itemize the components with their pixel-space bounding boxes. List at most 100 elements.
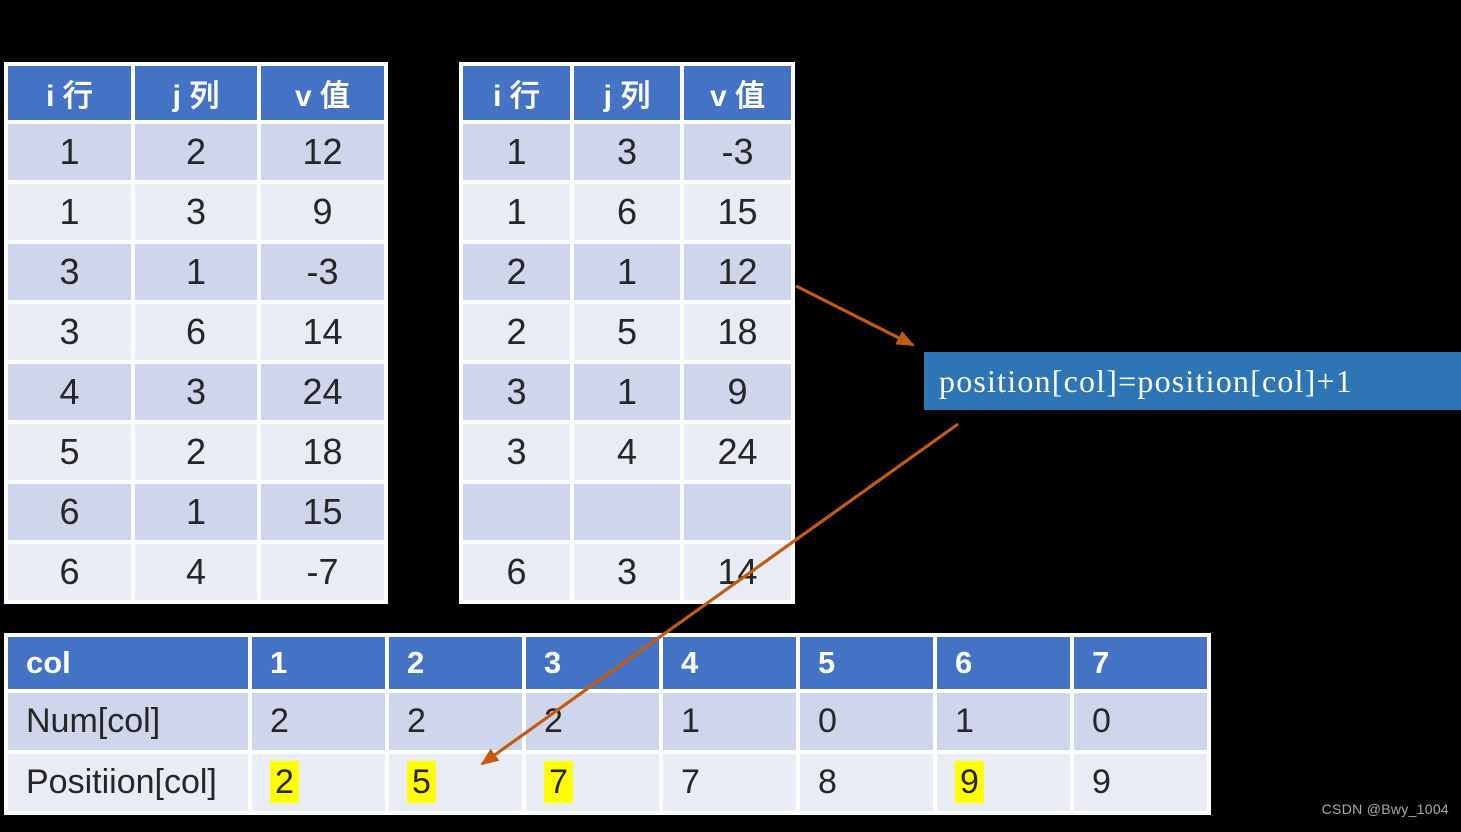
formula-callout: position[col]=position[col]+1 [924, 352, 1461, 410]
value-cell: 1 [663, 693, 796, 750]
value-cell: 7 [526, 754, 659, 811]
triples-header-cell: v 值 [261, 66, 384, 120]
value-cell: 8 [800, 754, 933, 811]
formula-text: position[col]=position[col]+1 [939, 362, 1353, 399]
row-label-cell: Num[col] [8, 693, 248, 750]
table-cell: 3 [135, 184, 257, 240]
col-header-cell: 6 [937, 637, 1070, 689]
value-cell: 2 [389, 693, 522, 750]
col-header-cell: 4 [663, 637, 796, 689]
table-cell: 3 [8, 304, 131, 360]
highlighted-value: 9 [955, 761, 984, 803]
value-cell: 9 [937, 754, 1070, 811]
table-cell: 24 [684, 424, 791, 480]
table-cell: 1 [574, 364, 680, 420]
table-cell: 18 [684, 304, 791, 360]
col-header-cell: 1 [252, 637, 385, 689]
table-cell: 4 [135, 544, 257, 600]
value-cell: 7 [663, 754, 796, 811]
value-cell: 9 [1074, 754, 1207, 811]
table-cell: 1 [8, 124, 131, 180]
table-cell: 1 [135, 244, 257, 300]
corner-header-cell: col [8, 637, 248, 689]
table-cell: 4 [8, 364, 131, 420]
triples-header-cell: j 列 [574, 66, 680, 120]
col-header-cell: 5 [800, 637, 933, 689]
table-cell: 6 [574, 184, 680, 240]
triples-header-cell: i 行 [463, 66, 570, 120]
table-cell: 14 [684, 544, 791, 600]
table-cell: 5 [574, 304, 680, 360]
table-cell [463, 484, 570, 540]
arrow-to-formula-icon [795, 284, 915, 347]
table-cell: 6 [8, 544, 131, 600]
table-cell: 5 [8, 424, 131, 480]
table-cell: 1 [463, 124, 570, 180]
value-cell: 0 [1074, 693, 1207, 750]
table-cell: 2 [463, 304, 570, 360]
triples-header-cell: v 值 [684, 66, 791, 120]
triples-header-cell: j 列 [135, 66, 257, 120]
value-cell: 2 [526, 693, 659, 750]
table-cell [574, 484, 680, 540]
value-cell: 2 [252, 693, 385, 750]
table-cell: 9 [261, 184, 384, 240]
table-cell: 12 [261, 124, 384, 180]
table-cell: 6 [8, 484, 131, 540]
row-label-cell: Positiion[col] [8, 754, 248, 811]
table-cell: 3 [8, 244, 131, 300]
watermark: CSDN @Bwy_1004 [1321, 801, 1449, 817]
highlighted-value: 7 [544, 761, 573, 803]
value-cell: 1 [937, 693, 1070, 750]
table-row [463, 484, 791, 540]
table-cell: 2 [135, 124, 257, 180]
value-cell: 0 [800, 693, 933, 750]
table-cell [684, 484, 791, 540]
table-cell: 14 [261, 304, 384, 360]
value-cell: 5 [389, 754, 522, 811]
col-header-cell: 7 [1074, 637, 1207, 689]
table-cell: 3 [574, 544, 680, 600]
table-cell: 6 [463, 544, 570, 600]
table-cell: 3 [463, 364, 570, 420]
table-cell: 1 [574, 244, 680, 300]
table-cell: 1 [8, 184, 131, 240]
col-header-cell: 2 [389, 637, 522, 689]
table-cell: -3 [261, 244, 384, 300]
highlighted-value: 5 [407, 761, 436, 803]
table-cell: 2 [135, 424, 257, 480]
table-cell: 2 [463, 244, 570, 300]
table-cell: 4 [574, 424, 680, 480]
table-cell: -3 [684, 124, 791, 180]
table-cell: 9 [684, 364, 791, 420]
table-cell: 1 [135, 484, 257, 540]
table-cell: 24 [261, 364, 384, 420]
value-cell: 2 [252, 754, 385, 811]
table-cell: 3 [574, 124, 680, 180]
table-cell: -7 [261, 544, 384, 600]
table-cell: 12 [684, 244, 791, 300]
col-header-cell: 3 [526, 637, 659, 689]
table-cell: 3 [135, 364, 257, 420]
table-cell: 15 [684, 184, 791, 240]
highlighted-value: 2 [270, 761, 299, 803]
